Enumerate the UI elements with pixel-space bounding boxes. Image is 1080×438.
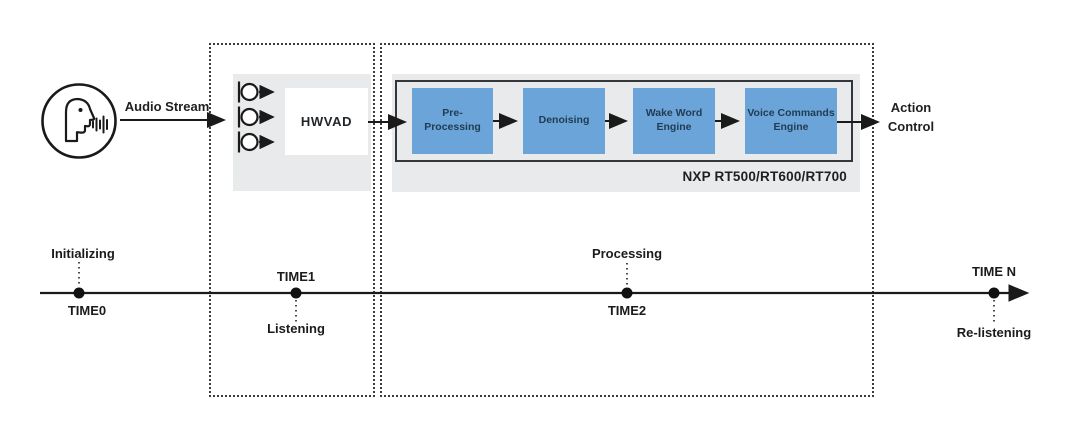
microphone-array-icons <box>237 81 275 153</box>
nxp-region-outline <box>380 43 874 397</box>
timeline-time1: TIME1 <box>276 269 316 284</box>
timeline-state-relistening: Re-listening <box>956 325 1032 340</box>
timeline-time0: TIME0 <box>67 303 107 318</box>
speaker-person-icon <box>41 83 117 159</box>
hwvad-box: HWVAD <box>285 88 368 155</box>
audio-stream-label: Audio Stream <box>124 99 210 114</box>
engine-box-pre-processing: Pre-Processing <box>412 88 493 154</box>
timeline-state-initializing: Initializing <box>51 246 115 261</box>
timeline-state-listening: Listening <box>267 321 325 336</box>
timeline-state-processing: Processing <box>591 246 663 261</box>
engine-box-wake-word: Wake Word Engine <box>633 88 715 154</box>
action-control-label: Action Control <box>887 100 935 134</box>
microphone-icon <box>237 81 275 103</box>
engine-label: Wake Word Engine <box>645 107 703 133</box>
timeline-dot-timen <box>988 287 1000 299</box>
nxp-caption: NXP RT500/RT600/RT700 <box>682 169 847 184</box>
vad-region-outline <box>209 43 375 397</box>
engine-box-voice-commands: Voice Commands Engine <box>745 88 837 154</box>
engine-box-denoising: Denoising <box>523 88 605 154</box>
timeline-timen: TIME N <box>971 264 1017 279</box>
sound-wave-icon <box>92 115 108 134</box>
hwvad-label: HWVAD <box>300 114 353 129</box>
timeline-dot-time0 <box>73 287 85 299</box>
engine-label: Voice Commands Engine <box>747 107 835 133</box>
engine-label: Denoising <box>538 114 590 127</box>
microphone-icon <box>237 131 275 153</box>
microphone-icon <box>237 106 275 128</box>
timeline-time2: TIME2 <box>607 303 647 318</box>
engine-label: Pre-Processing <box>424 107 481 133</box>
